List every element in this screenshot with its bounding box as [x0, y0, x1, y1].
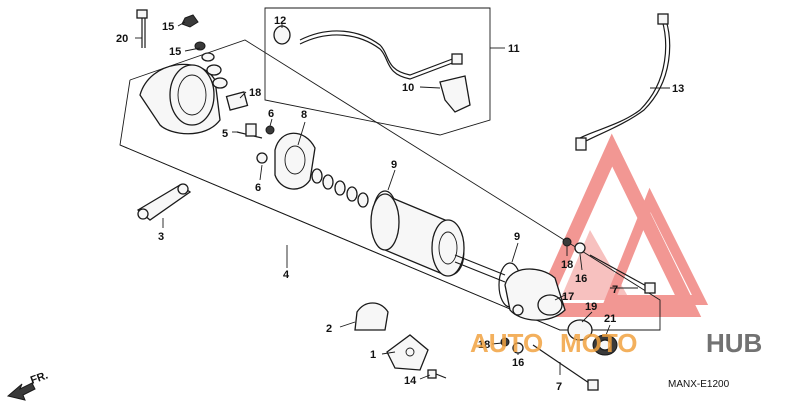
callout-labels: 1 2 3 4 5 6 6 7 7 8 9 9 10 11 12 13 14 1… [116, 15, 684, 393]
callout-18-left: 18 [249, 87, 261, 99]
callout-9-rear: 9 [391, 159, 397, 171]
callout-4: 4 [283, 269, 290, 281]
oil-seal-19 [567, 319, 593, 341]
callout-2: 2 [326, 323, 332, 335]
callout-7-upper: 7 [612, 284, 618, 296]
callout-11: 11 [508, 43, 520, 55]
callout-18-right: 18 [561, 259, 573, 271]
callout-13: 13 [672, 83, 684, 95]
armature-shaft [454, 254, 506, 283]
long-bolt-7-lower [532, 344, 599, 391]
plate-18-left [225, 91, 249, 111]
nut-15-top [181, 14, 199, 28]
callout-16-lower: 16 [512, 357, 524, 369]
callout-5: 5 [222, 128, 228, 140]
callout-6-lower: 6 [255, 182, 261, 194]
terminal-bolt-5 [236, 123, 263, 139]
brush-holder-8 [274, 132, 316, 190]
leader-lines [135, 21, 670, 380]
front-direction-label: FR. [29, 369, 50, 386]
callout-8: 8 [301, 109, 307, 121]
watermark-hub: HUB [706, 328, 762, 358]
bolt-14 [427, 369, 447, 379]
callout-18-lower: 18 [478, 339, 490, 351]
callout-19: 19 [585, 301, 597, 313]
callout-3: 3 [158, 231, 164, 243]
watermark-logo [529, 133, 709, 317]
starter-cable-11 [273, 25, 463, 80]
callout-12: 12 [274, 15, 286, 27]
nut-6-upper [265, 125, 275, 135]
callout-14: 14 [404, 375, 417, 387]
long-bolt-7-upper [589, 254, 656, 294]
washer-18-mid [512, 304, 524, 316]
diagram-code: MANX-E1200 [668, 379, 730, 390]
o-ring-16-upper [574, 242, 586, 254]
ground-cable-13 [575, 13, 671, 151]
callout-7-lower: 7 [556, 381, 562, 393]
motor-yoke [370, 193, 465, 277]
washer-18-lower [500, 337, 510, 347]
bolt-20 [136, 9, 148, 48]
bracket-1 [386, 334, 429, 371]
rear-cover [139, 63, 221, 135]
callout-9-front: 9 [514, 231, 520, 243]
washer-18-upper [562, 237, 572, 247]
terminal-cover-10 [439, 75, 471, 113]
callout-17: 17 [562, 291, 574, 303]
brush-2 [354, 302, 389, 331]
nut-6-lower [256, 152, 268, 164]
callout-15-top: 15 [162, 21, 174, 33]
washer-stack-middle [311, 168, 369, 208]
callout-6-upper: 6 [268, 108, 274, 120]
cable-kit-frame [264, 7, 491, 136]
callout-16-upper: 16 [575, 273, 587, 285]
front-direction-arrow: FR. [6, 369, 50, 401]
callout-10: 10 [402, 82, 414, 94]
watermark-auto: AUTO [470, 328, 543, 358]
watermark-text: AUTO MOTO HUB [470, 328, 762, 358]
callout-21: 21 [604, 313, 616, 325]
watermark-moto: MOTO [560, 328, 638, 358]
callout-1: 1 [370, 349, 376, 361]
washer-stack-left [194, 41, 228, 89]
callout-15-mid: 15 [169, 46, 181, 58]
callout-20: 20 [116, 33, 128, 45]
